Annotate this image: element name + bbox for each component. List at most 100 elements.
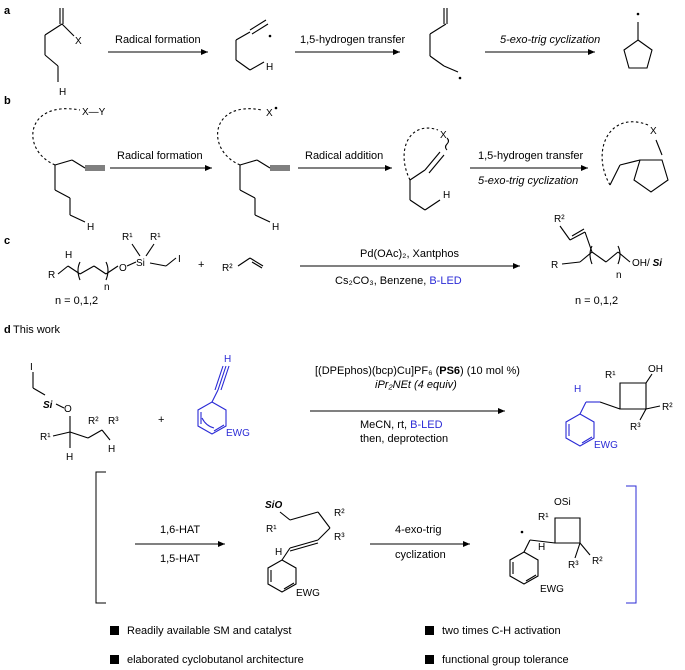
atom-x: X — [650, 126, 657, 137]
c-reagent-bottom-a: Cs₂CO₃, Benzene, — [335, 275, 429, 287]
panel-label-c: c — [4, 235, 10, 247]
atom-h: H — [266, 62, 273, 73]
atom-x: X — [75, 36, 82, 47]
atom-h: H — [87, 222, 94, 233]
c-reagent-bottom-b: B-LED — [429, 275, 461, 287]
mech-step2b: cyclization — [395, 549, 446, 561]
d-reagent-line1-b: PS6 — [439, 365, 460, 377]
d-reagent-line1-a: [(DPEphos)(bcp)Cu]PF₆ ( — [315, 365, 440, 377]
mech-step1a: 1,6-HAT — [160, 524, 200, 536]
int2-h: H — [538, 542, 545, 553]
highlight-1: Readily available SM and catalyst — [127, 625, 291, 637]
b-step3b-label: 5-exo-trig cyclization — [478, 175, 578, 187]
atom-h: H — [443, 190, 450, 201]
b-step1-label: Radical formation — [117, 150, 203, 162]
bracket-right — [626, 485, 637, 604]
int1-ewg: EWG — [296, 588, 320, 599]
highlight-2: two times C-H activation — [442, 625, 561, 637]
n-range-left: n = 0,1,2 — [55, 295, 98, 307]
panel-a-intermediate-2 — [429, 8, 462, 80]
atom-xy: X—Y — [82, 107, 106, 118]
atom-o: O — [119, 263, 127, 274]
panel-a-substrate: X H — [44, 8, 82, 98]
bullet-icon — [110, 626, 119, 635]
atom-r2: R² — [222, 263, 233, 274]
int1-h: H — [275, 547, 282, 558]
prod-oh: OH — [648, 364, 663, 375]
b-step3a-label: 1,5-hydrogen transfer — [478, 150, 584, 162]
b-step2-label: Radical addition — [305, 150, 383, 162]
prod-ewg: EWG — [594, 440, 618, 451]
int2-ewg: EWG — [540, 584, 564, 595]
d-reagent-line3-a: MeCN, rt, — [360, 419, 410, 431]
panel-label-a: a — [4, 5, 11, 17]
int1-r3: R³ — [334, 532, 345, 543]
a-step2-label: 1,5-hydrogen transfer — [300, 34, 406, 46]
plus-sign: + — [158, 414, 164, 426]
atom-r2: R² — [554, 214, 565, 225]
highlight-4: functional group tolerance — [442, 654, 569, 666]
int1-sio-label: SiO — [265, 500, 282, 511]
mech-step2a: 4-exo-trig — [395, 524, 441, 536]
panel-b-substrate: X—Y H — [32, 107, 106, 233]
atom-i: I — [178, 254, 181, 265]
atom-r3: R³ — [108, 416, 119, 427]
int2-osi-label: OSi — [554, 497, 571, 508]
atom-h: H — [272, 222, 279, 233]
atom-h: H — [66, 452, 73, 463]
int2-r2: R² — [592, 556, 603, 567]
atom-si: Si — [43, 400, 53, 411]
panel-a-intermediate-1: H — [235, 19, 273, 73]
d-reagent-line3-b: B-LED — [410, 419, 442, 431]
c-reagent-top: Pd(OAc)₂, Xantphos — [360, 248, 460, 260]
atom-x: X — [266, 108, 273, 119]
atom-h: H — [108, 444, 115, 455]
panel-label-b: b — [4, 95, 11, 107]
panel-d-alkyne: H EWG — [197, 354, 250, 439]
int2-r3: R³ — [568, 560, 579, 571]
int1-r1: R¹ — [266, 524, 277, 535]
d-reagent-line2: iPr₂NEt (4 equiv) — [375, 379, 457, 391]
plus-sign: + — [198, 259, 204, 271]
n-subscript: n — [616, 270, 622, 281]
atom-r1: R¹ — [122, 232, 133, 243]
d-reagent-line1: [(DPEphos)(bcp)Cu]PF₆ (PS6) (10 mol %) — [315, 365, 520, 377]
atom-r: R — [48, 270, 55, 281]
panel-d-product: OH R¹ R² R³ H EWG — [565, 364, 673, 451]
int2-r1: R¹ — [538, 512, 549, 523]
n-range-right: n = 0,1,2 — [575, 295, 618, 307]
mech-step1b: 1,5-HAT — [160, 553, 200, 565]
atom-h: H — [65, 250, 72, 261]
panel-d-intermediate-2: OSi R¹ R² R³ H EWG — [509, 497, 603, 595]
panel-d-intermediate-1: SiO R² R³ R¹ H EWG — [265, 500, 345, 599]
panel-c-substrate: R H n O Si R¹ R¹ I n = 0,1,2 — [48, 232, 181, 307]
prod-r1: R¹ — [605, 370, 616, 381]
panel-b-intermediate-2: X H — [403, 127, 450, 211]
atom-o: O — [64, 404, 72, 415]
atom-x: X — [440, 130, 447, 141]
panel-d-caption: This work — [13, 324, 61, 336]
prod-r2: R² — [662, 402, 673, 413]
highlight-3: elaborated cyclobutanol architecture — [127, 654, 304, 666]
atom-r: R — [551, 260, 558, 271]
si-text: Si — [653, 258, 663, 269]
bullet-icon — [110, 655, 119, 664]
int1-r2: R² — [334, 508, 345, 519]
panel-c-product: R² R n OH/ Si n = 0,1,2 — [551, 214, 662, 307]
atom-i: I — [30, 362, 33, 373]
int1-si: SiO — [265, 500, 282, 511]
bullet-icon — [425, 655, 434, 664]
a-step1-label: Radical formation — [115, 34, 201, 46]
panel-c-alkene: R² — [222, 257, 264, 274]
ewg-sm: EWG — [226, 428, 250, 439]
oh-si-label: OH/ Si — [632, 258, 662, 269]
d-reagent-line3: MeCN, rt, B-LED — [360, 419, 443, 431]
atom-r2: R² — [88, 416, 99, 427]
bullet-icon — [425, 626, 434, 635]
panel-d-substrate: I Si O R¹ H R² R³ H — [30, 362, 119, 463]
panel-a-product — [623, 12, 653, 69]
c-reagent-bottom: Cs₂CO₃, Benzene, B-LED — [335, 275, 462, 287]
int2-osi: OSi — [554, 497, 571, 508]
prod-h: H — [574, 384, 581, 395]
